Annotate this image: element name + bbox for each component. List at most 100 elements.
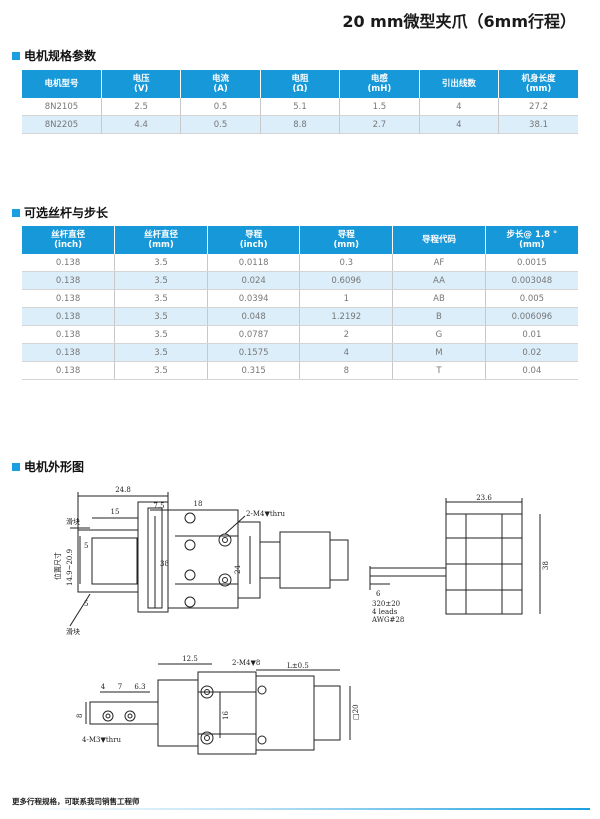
screw-table-header-line2: (inch)	[54, 240, 82, 250]
screw-spec-table: 丝杆直径(inch)丝杆直径(mm)导程(inch)导程(mm)导程代码步长@ …	[22, 226, 578, 380]
screw-table-cell: 0.024	[207, 271, 301, 290]
screw-table-header-cell: 导程(mm)	[299, 226, 394, 254]
section-motor-header: 电机规格参数	[12, 47, 96, 64]
motor-table-header-cell: 电机型号	[22, 70, 102, 98]
motor-table-header-line1: 引出线数	[441, 79, 476, 89]
section-square-icon	[12, 51, 20, 60]
footer-note: 更多行程规格，可联系我司销售工程师	[12, 797, 140, 806]
dim-lead-count: 4 leads	[372, 608, 398, 616]
screw-table-cell: B	[392, 307, 486, 326]
motor-table-cell: 1.5	[339, 98, 420, 116]
screw-table-cell: 3.5	[114, 325, 208, 344]
screw-table-header-line2: (mm)	[333, 240, 360, 250]
screw-table-cell: 0.3	[299, 254, 394, 272]
screw-table-cell: 0.138	[22, 271, 116, 290]
dim-38-side: 38	[542, 561, 550, 570]
motor-table-header-line1: 电机型号	[44, 79, 79, 89]
screw-table-cell: 0.1575	[207, 343, 301, 362]
screw-table-cell: 0.138	[22, 343, 116, 362]
screw-table-cell: 0.6096	[299, 271, 394, 290]
section-screw-title: 可选丝杆与步长	[24, 206, 109, 220]
screw-table-cell: 0.138	[22, 325, 116, 344]
motor-table-cell: 0.5	[180, 98, 261, 116]
screw-table-header-cell: 导程代码	[392, 226, 486, 254]
motor-table-cell: 27.2	[498, 98, 578, 116]
screw-table-cell: 3.5	[114, 361, 208, 380]
motor-table-header-cell: 电压(V)	[101, 70, 182, 98]
motor-table-header-line1: 电压	[132, 74, 150, 84]
section-drawing-header: 电机外形图	[12, 458, 84, 475]
screw-table-header-line1: 导程代码	[421, 235, 456, 245]
screw-table-cell: 0.048	[207, 307, 301, 326]
dim-square-20: □20	[352, 704, 360, 720]
screw-table-cell: 4	[299, 343, 394, 362]
motor-table-header-line2: (V)	[133, 84, 149, 94]
motor-outline-drawing: 24.8 15 7.5 18 2-M4▼thru 滑块 滑块 5 5 位置尺寸 …	[53, 486, 550, 755]
screw-table-cell: T	[392, 361, 486, 380]
motor-table-cell: 8N2105	[22, 98, 102, 116]
screw-table-cell: 0.138	[22, 254, 116, 272]
dim-15: 15	[111, 508, 120, 516]
dim-18: 18	[194, 500, 203, 508]
screw-table-cell: 3.5	[114, 254, 208, 272]
motor-table-header-cell: 引出线数	[419, 70, 500, 98]
screw-table-header-line2: (mm)	[148, 240, 174, 250]
motor-table-cell: 0.5	[180, 115, 261, 134]
screw-table-cell: 0.0394	[207, 289, 301, 308]
section-square-icon	[12, 462, 20, 471]
dim-8: 8	[76, 714, 84, 718]
screw-table-cell: M	[392, 343, 486, 362]
screw-table-header-line1: 丝杆直径	[143, 230, 178, 240]
motor-table-header-line1: 机身长度	[521, 74, 556, 84]
screw-table-cell: G	[392, 325, 486, 344]
dim-l: L±0.5	[287, 662, 309, 670]
screw-table-cell: 0.138	[22, 307, 116, 326]
screw-table-header-line1: 导程	[245, 230, 263, 240]
screw-table-cell: 0.138	[22, 289, 116, 308]
screw-table-cell: 0.138	[22, 361, 116, 380]
label-slider-bottom: 滑块	[66, 627, 80, 636]
motor-table-cell: 2.5	[101, 98, 182, 116]
dim-38: 38	[160, 560, 169, 568]
screw-table-cell: 0.006096	[485, 307, 578, 326]
motor-table-cell: 8N2205	[22, 115, 102, 134]
screw-table-header-cell: 导程(inch)	[207, 226, 301, 254]
screw-table-cell: 0.315	[207, 361, 301, 380]
screw-table-cell: 3.5	[114, 307, 208, 326]
motor-table-header-cell: 电流(A)	[180, 70, 261, 98]
screw-table-header-line1: 丝杆直径	[51, 230, 86, 240]
motor-table-cell: 8.8	[260, 115, 341, 134]
footer-line	[12, 808, 590, 810]
screw-table-header-cell: 丝杆直径(mm)	[114, 226, 208, 254]
dim-m4-thru: 2-M4▼thru	[246, 510, 285, 518]
motor-table-cell: 2.7	[339, 115, 420, 134]
label-position-size: 位置尺寸	[53, 552, 62, 580]
screw-table-cell: 1.2192	[299, 307, 394, 326]
motor-table-header-line2: (mH)	[367, 84, 392, 94]
dim-16: 16	[222, 711, 230, 720]
dim-range: 14.9~20.9	[66, 549, 74, 586]
screw-table-cell: 3.5	[114, 343, 208, 362]
motor-table-header-line1: 电阻	[291, 74, 309, 84]
screw-table-cell: 0.02	[485, 343, 578, 362]
screw-table-header-line1: 导程	[337, 230, 355, 240]
dim-m4-8: 2-M4▼8	[232, 659, 260, 667]
screw-table-cell: 0.0015	[485, 254, 578, 272]
screw-table-cell: AF	[392, 254, 486, 272]
screw-table-header-line1: 步长@ 1.8 °	[506, 230, 558, 240]
label-slider-top: 滑块	[66, 517, 80, 526]
dim-5-bottom: 5	[84, 600, 88, 608]
motor-table-header-line2: (Ω)	[292, 84, 308, 94]
motor-table-cell: 38.1	[498, 115, 578, 134]
dim-m3-thru: 4-M3▼thru	[82, 736, 121, 744]
dim-24-8: 24.8	[115, 486, 131, 494]
screw-table-cell: 0.005	[485, 289, 578, 308]
motor-table-header-line2: (A)	[213, 84, 228, 94]
dim-lead-length: 320±20	[372, 600, 400, 608]
